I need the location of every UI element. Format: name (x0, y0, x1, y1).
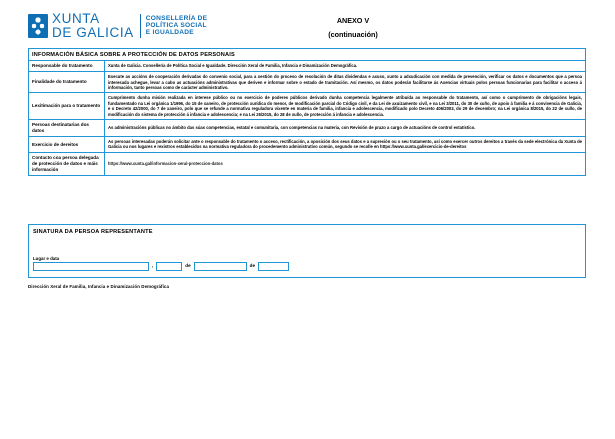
row-label-finalidade: Finalidade do tratamento (29, 72, 105, 93)
data-protection-table: INFORMACIÓN BÁSICA SOBRE A PROTECCIÓN DE… (28, 48, 586, 176)
row-label-destinatarias: Persoas destinatarias dos datos (29, 120, 105, 136)
row-label-responsable: Responsable do tratamento (29, 61, 105, 72)
annex-title-block: ANEXO V (continuación) (283, 14, 423, 41)
row-label-dereitos: Exercicio de dereitos (29, 137, 105, 152)
destination-note: Dirección Xeral de Familia, Infancia e D… (28, 284, 169, 289)
wordmark-line-2: DE GALICIA (52, 24, 134, 40)
table-row: Persoas destinatarias dos datos As admin… (29, 120, 585, 137)
place-input[interactable] (33, 262, 149, 271)
annex-title: ANEXO V (336, 16, 370, 25)
conselleria-name: CONSELLERÍA DE POLÍTICA SOCIAL E IGUALDA… (146, 15, 208, 37)
row-value-dereitos: As persoas interesadas poderán solicitar… (108, 139, 582, 150)
row-label-lexitimacion: Lexitimación para o tratamento (29, 93, 105, 120)
table-row: Responsable do tratamento Xunta de Galic… (29, 61, 585, 73)
logo-divider (139, 13, 141, 38)
place-date-fields: , de de (33, 262, 290, 271)
conselleria-line-1: CONSELLERÍA DE (145, 14, 208, 22)
table-row: Lexitimación para o tratamento Cumprimen… (29, 93, 585, 121)
table-row: Finalidade do tratamento Execute as acci… (29, 72, 585, 94)
table-row: Contacto coa persoa delegada de protecci… (29, 152, 585, 175)
page-header: XUNTA DE GALICIA CONSELLERÍA DE POLÍTICA… (28, 12, 588, 46)
conselleria-line-3: E IGUALDADE (145, 29, 194, 37)
row-label-contacto-dpd: Contacto coa persoa delegada de protecci… (29, 152, 105, 175)
annex-subtitle: (continuación) (328, 29, 378, 39)
year-input[interactable] (258, 262, 290, 271)
row-value-destinatarias: As administracións públicas no ámbito da… (108, 125, 476, 131)
xunta-shield-icon (28, 13, 48, 38)
signature-section: SINATURA DA PERSOA REPRESENTANTE Lugar e… (28, 224, 586, 278)
day-input[interactable] (156, 262, 183, 271)
xunta-wordmark: XUNTA DE GALICIA (52, 12, 140, 40)
separator-de-2: de (249, 263, 256, 269)
wordmark-line-1: XUNTA (52, 11, 100, 26)
xunta-logo-block: XUNTA DE GALICIA CONSELLERÍA DE POLÍTICA… (28, 12, 207, 40)
place-date-label: Lugar e data (33, 256, 60, 261)
signature-section-title: SINATURA DA PERSOA REPRESENTANTE (33, 229, 153, 235)
separator-comma: , (152, 263, 154, 269)
row-value-contacto-dpd[interactable]: https://www.xunta.gal/informacion-xeral-… (108, 160, 223, 166)
row-value-finalidade: Execute as accións de cooperación deriva… (108, 74, 582, 90)
table-row: Exercicio de dereitos As persoas interes… (29, 137, 585, 153)
separator-de-1: de (185, 263, 191, 269)
month-input[interactable] (193, 262, 247, 271)
conselleria-line-2: POLÍTICA SOCIAL (145, 22, 207, 30)
row-value-lexitimacion: Cumprimento dunha misión realizada en in… (108, 95, 582, 117)
data-protection-title: INFORMACIÓN BÁSICA SOBRE A PROTECCIÓN DE… (29, 49, 585, 62)
row-value-responsable: Xunta de Galicia. Consellería de Polític… (108, 63, 358, 69)
